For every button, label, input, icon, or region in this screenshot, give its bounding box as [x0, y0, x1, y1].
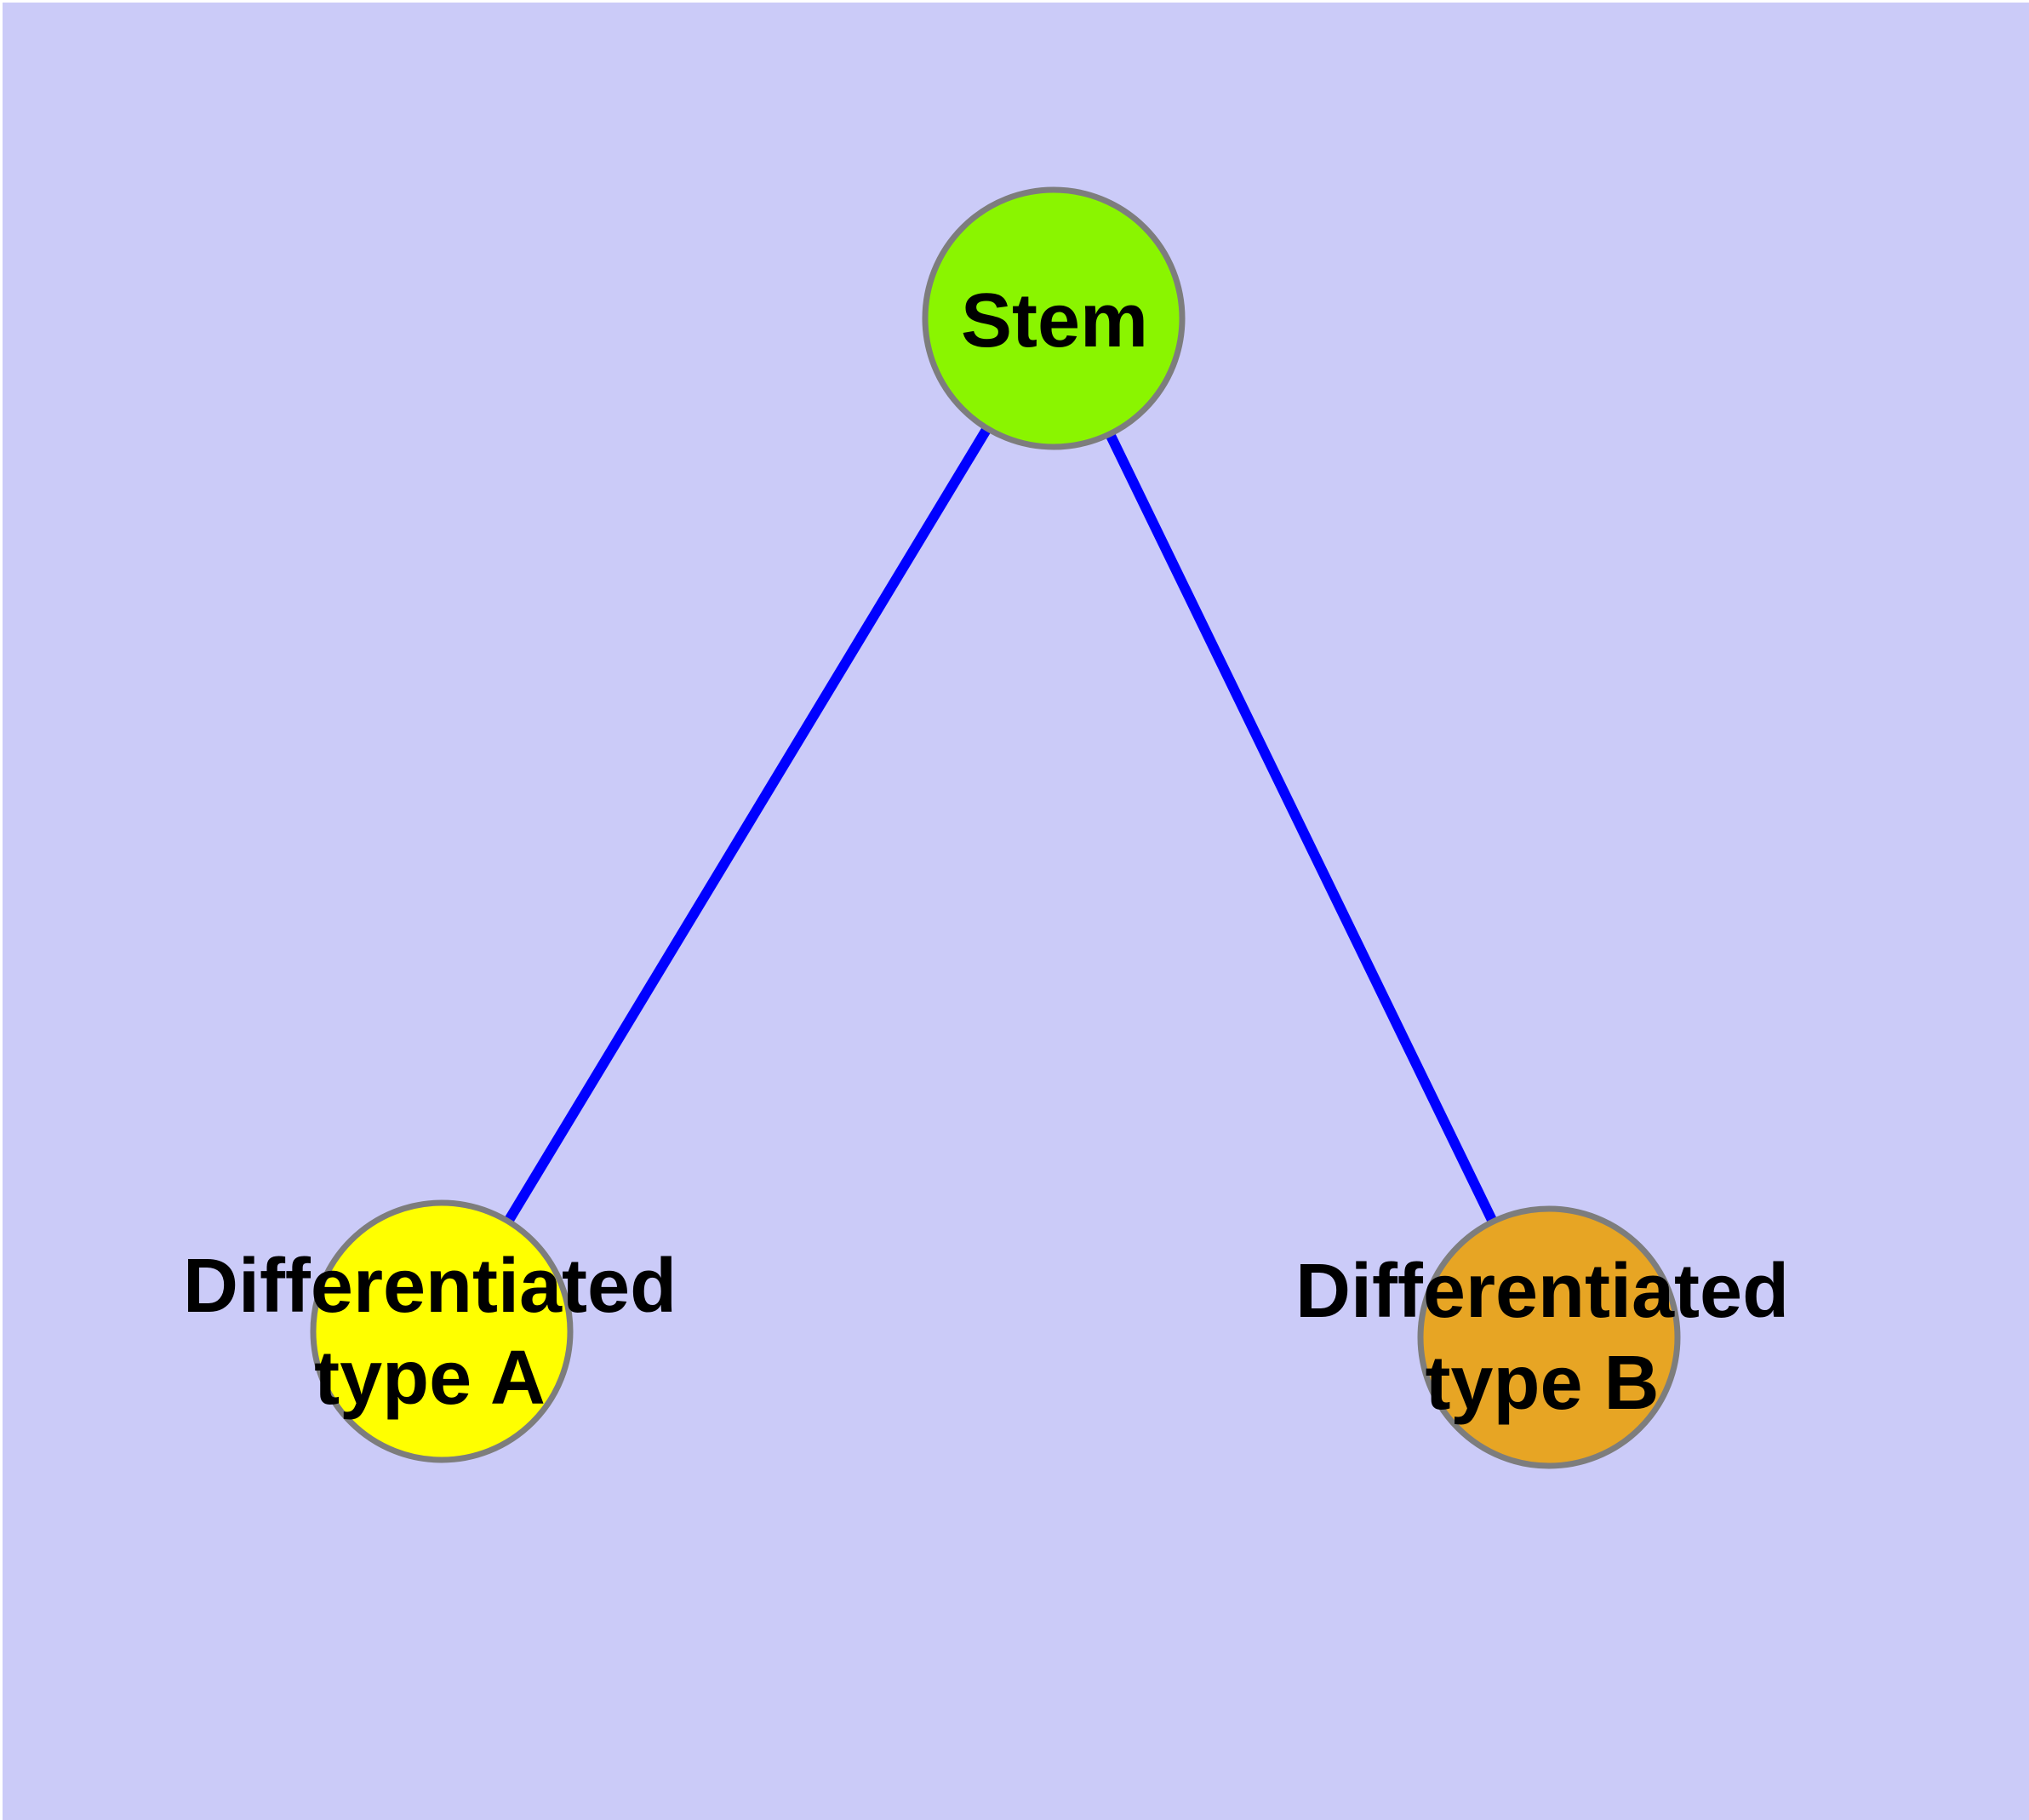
node-stem	[922, 186, 1186, 450]
edge-stem-to-type-b	[1049, 316, 1554, 1340]
node-label-differentiated-type-b: Differentiated type B	[1295, 1249, 1790, 1426]
node-differentiated-type-b	[1417, 1205, 1681, 1469]
edge-stem-to-type-a	[437, 315, 1059, 1335]
node-differentiated-type-a	[310, 1199, 574, 1463]
node-label-differentiated-type-a: Differentiated type A	[182, 1244, 677, 1421]
node-label-stem: Stem	[960, 278, 1149, 363]
